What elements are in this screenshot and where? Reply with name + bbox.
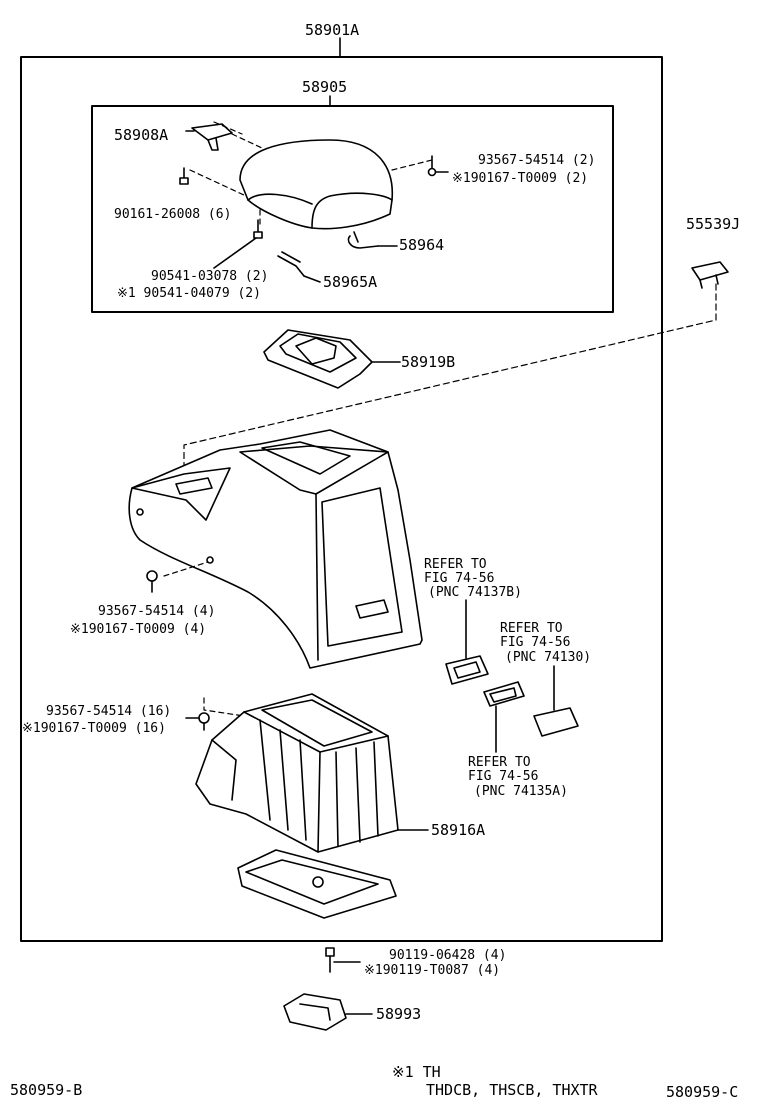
label-screw-body-2: ※190167-T0009 (4) (70, 622, 207, 637)
screw-body-drawing (146, 570, 158, 593)
bracket-drawing (283, 993, 373, 1031)
label-armrest-group: 58905 (302, 78, 348, 96)
label-bolt-1: 90119-06428 (4) (389, 948, 507, 963)
assembly-frame (20, 56, 663, 942)
label-screw-6: 90161-26008 (6) (114, 207, 232, 222)
label-hinge: 58908A (114, 126, 169, 144)
label-screw-armrest-right-1: 93567-54514 (2) (478, 153, 596, 168)
ref2-line2: FIG 74-56 (500, 635, 571, 650)
screw-lower-drawing (213, 219, 263, 269)
ref2-line1: REFER TO (500, 621, 563, 636)
label-tray: 58919B (401, 353, 456, 371)
label-screw-body-1: 93567-54514 (4) (98, 604, 216, 619)
switch-74137b-drawing (445, 599, 489, 685)
ref1-line3: (PNC 74137B) (428, 585, 522, 600)
ref1-line1: REFER TO (424, 557, 487, 572)
label-screw-lower-1: 90541-03078 (2) (151, 269, 269, 284)
armrest-frame (91, 105, 614, 313)
label-screw-lower-2: ※1 90541-04079 (2) (117, 286, 261, 301)
screw-box-drawing (185, 712, 210, 731)
ref3-line1: REFER TO (468, 755, 531, 770)
hinge-drawing (185, 123, 233, 151)
switch-74130-drawing (533, 665, 579, 737)
label-cap: 55539J (686, 215, 741, 233)
ref2-line3: (PNC 74130) (505, 650, 592, 665)
footer-right-code: 580959-C (666, 1083, 739, 1101)
bolt-drawing (325, 947, 361, 973)
ref1-line2: FIG 74-56 (424, 571, 495, 586)
footer-note-line2: THDCB, THSCB, THXTR (426, 1081, 598, 1099)
cap-drawing (691, 261, 729, 289)
label-screw-armrest-right-2: ※190167-T0009 (2) (452, 171, 589, 186)
clip-drawing (347, 231, 398, 249)
console-body-drawing (128, 429, 423, 669)
label-bracket: 58993 (376, 1005, 422, 1023)
label-box: 58916A (431, 821, 486, 839)
footer-note-line1: ※1 TH (392, 1063, 441, 1081)
label-spring: 58965A (323, 273, 378, 291)
label-screw-box-2: ※190167-T0009 (16) (22, 721, 166, 736)
tray-drawing (263, 329, 401, 389)
label-assembly: 58901A (305, 21, 360, 39)
switch-74135a-drawing (483, 681, 525, 753)
cap-guide-line (183, 283, 717, 473)
console-box-drawing (195, 693, 429, 853)
spring-drawing (277, 251, 321, 283)
ref3-line2: FIG 74-56 (468, 769, 539, 784)
screw-6-drawing (179, 167, 189, 185)
ref3-line3: (PNC 74135A) (474, 784, 568, 799)
label-screw-box-1: 93567-54514 (16) (46, 704, 172, 719)
armrest-lid-drawing (239, 139, 394, 230)
label-clip: 58964 (399, 236, 445, 254)
footer-left-code: 580959-B (10, 1081, 83, 1099)
screw-right-drawing (427, 155, 449, 177)
label-bolt-2: ※190119-T0087 (4) (364, 963, 501, 978)
base-plate-drawing (237, 849, 397, 919)
